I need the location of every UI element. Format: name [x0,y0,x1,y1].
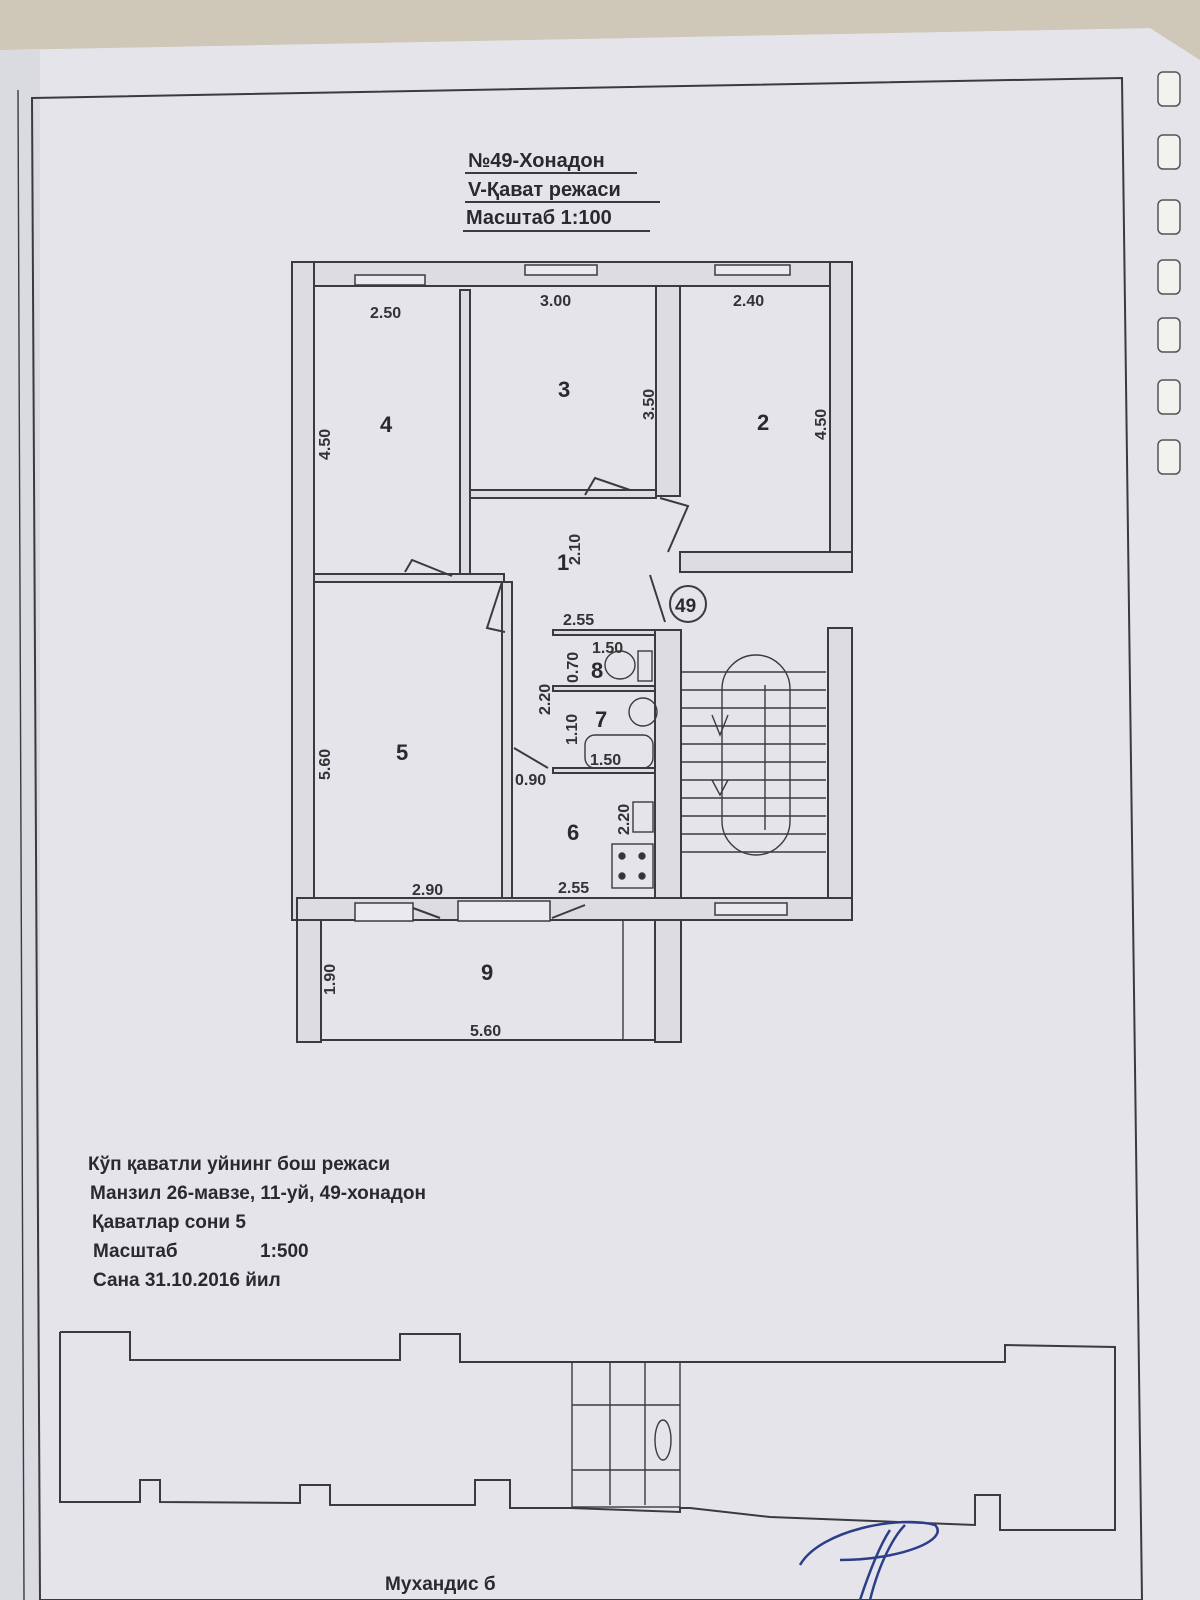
room-2-number: 2 [757,410,769,435]
outer-frame-line [17,89,25,1600]
binder-rings [1157,71,1181,475]
site-plan [59,1331,1116,1531]
sink-icon [628,697,658,727]
room-7-number: 7 [595,707,607,732]
drawing-frame [30,76,1144,1600]
dim: 1.50 [590,752,621,769]
header-apartment: №49-Хонадон [468,150,605,172]
dim: 0.90 [515,772,546,789]
dim: 2.20 [537,684,554,715]
kitchen-sink-icon [632,801,654,833]
dim: 3.50 [641,389,658,420]
room-1-number: 1 [557,550,569,575]
dim: 2.55 [558,880,589,897]
dim: 2.50 [370,305,401,322]
apartment-number: 49 [675,596,696,617]
info-date: Сана 31.10.2016 йил [93,1270,281,1291]
room-4-number: 4 [380,412,393,437]
fabric-background [0,0,1200,60]
dim: 1.10 [564,714,581,745]
dim: 1.50 [592,640,623,657]
staircase [681,671,826,853]
dim: 4.50 [813,409,830,440]
arrow-down-icon [711,779,729,797]
header-floor: V-Қават режаси [468,179,621,201]
info-address: Манзил 26-мавзе, 11-уй, 49-хонадон [90,1183,426,1204]
info-scale-value: 1:500 [260,1241,309,1262]
room-3-number: 3 [558,377,570,402]
plan-header: №49-Хонадон V-Қават режаси Масштаб 1:100 [463,150,660,232]
info-title: Кўп қаватли уйнинг бош режаси [88,1154,390,1175]
dim: 0.70 [565,652,582,683]
info-floors: Қаватлар сони 5 [92,1212,246,1233]
room-labels: 1 2 3 4 5 6 7 8 9 [380,377,769,985]
info-scale-label: Масштаб [93,1241,178,1262]
signature [798,1520,939,1600]
room-9-number: 9 [481,960,493,985]
dim: 5.60 [470,1023,501,1040]
doors [404,476,690,919]
header-scale: Масштаб 1:100 [466,207,612,229]
room-8-number: 8 [591,658,603,683]
stair-path-oval [721,654,791,856]
dim: 2.55 [563,612,594,629]
dim: 2.40 [733,293,764,310]
dim: 2.20 [616,804,633,835]
room-5-number: 5 [396,740,408,765]
info-block: Кўп қаватли уйнинг бош режаси Манзил 26-… [88,1154,426,1291]
dim: 4.50 [317,429,334,460]
stove-icon [611,843,654,889]
dimension-labels: 2.10 2.55 2.40 4.50 3.00 3.50 2.50 4.50 … [317,293,830,1040]
footer-engineer-text: Мухандис б [385,1574,496,1595]
apartment-badge [669,585,707,623]
dim: 5.60 [317,749,334,780]
toilet-icon [604,650,636,680]
dim: 2.90 [412,882,443,899]
bathtub-icon [584,734,654,769]
dim: 1.90 [322,964,339,995]
arrow-down-icon [711,714,729,737]
windows [354,264,791,922]
paper-shadow-left [0,50,40,1600]
room-6-number: 6 [567,820,579,845]
dim: 2.10 [567,534,584,565]
fixtures [584,650,658,889]
dim: 3.00 [540,293,571,310]
